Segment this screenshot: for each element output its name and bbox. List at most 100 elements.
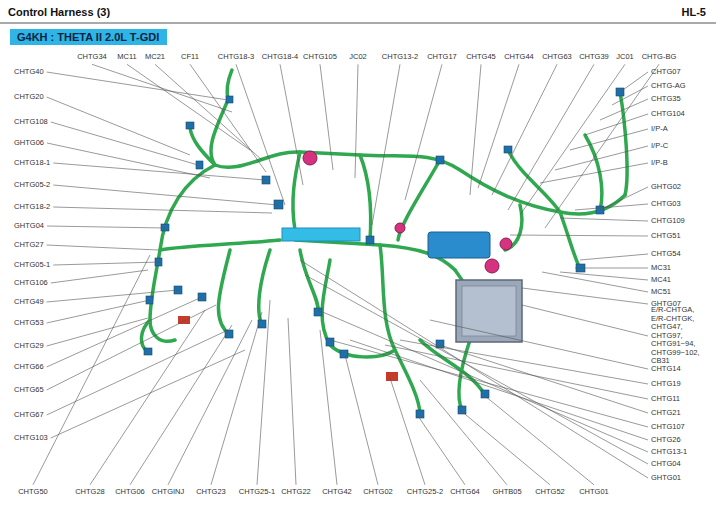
callout-label: CHTG44 <box>504 53 534 62</box>
leader-line <box>47 226 165 228</box>
harness-wires <box>141 70 627 415</box>
callout-label: CHTG18-3 <box>218 53 254 62</box>
callout-label: CHTG104 <box>651 110 685 119</box>
leader-line <box>542 272 648 292</box>
callout-label: CHTG03 <box>651 200 681 209</box>
leader-line <box>555 146 648 170</box>
leader-line <box>51 270 148 283</box>
leader-line <box>51 122 198 165</box>
page-number: HL-5 <box>682 8 706 17</box>
leader-line <box>510 235 648 236</box>
callout-label: CHTG06 <box>115 488 145 497</box>
callout-label: CHTG25-1 <box>239 488 275 497</box>
leader-line <box>575 204 648 210</box>
leader-line <box>47 72 228 100</box>
callout-label: CHTG20 <box>14 93 44 102</box>
leader-line <box>320 64 333 170</box>
callout-label: CHTG108 <box>14 118 48 127</box>
callout-label: GHTG02 <box>651 183 681 192</box>
callout-label: CHTG45 <box>466 53 496 62</box>
callout-label: CHTG19 <box>651 380 681 389</box>
callout-label: CHTG05-2 <box>14 181 50 190</box>
leader-line <box>580 254 648 260</box>
connector-bar <box>282 228 360 241</box>
callout-label: CHTG04 <box>651 460 681 469</box>
callout-label: CHTG35 <box>651 95 681 104</box>
leader-line <box>47 330 228 415</box>
callout-label: CHTG109 <box>651 217 685 226</box>
callout-label: I/P-A <box>651 125 668 134</box>
leader-line <box>53 163 265 180</box>
callout-label: GHTG01 <box>651 474 681 483</box>
leader-line <box>90 310 205 485</box>
leader-line <box>522 288 648 304</box>
callout-label: E/R-CHTGA, E/R-CHTGK, CHTG47, CHTG97, CH… <box>651 306 711 366</box>
leader-line <box>575 268 648 269</box>
callout-label: CHTG64 <box>450 488 480 497</box>
callout-label: CHTG21 <box>651 409 681 418</box>
leader-line <box>418 416 465 485</box>
callout-label: CHTG28 <box>75 488 105 497</box>
callout-label: CHTG39 <box>579 53 609 62</box>
leader-line <box>570 129 648 150</box>
red-connectors <box>178 316 398 381</box>
callout-label: CHTG18-2 <box>14 203 50 212</box>
leader-line <box>600 99 648 120</box>
callout-label: MC51 <box>651 288 671 297</box>
callout-label: GHTB05 <box>492 488 521 497</box>
leader-line <box>47 290 178 302</box>
leader-line <box>485 396 594 485</box>
callout-label: CHTG18-1 <box>14 159 50 168</box>
leader-line <box>257 300 270 485</box>
callout-label: I/P-C <box>651 142 668 151</box>
callout-label: CHTG27 <box>14 241 44 250</box>
leader-line <box>47 143 210 178</box>
leader-line <box>47 97 190 155</box>
callout-label: CHTG-BG <box>642 53 677 62</box>
callout-label: CHTG17 <box>427 53 457 62</box>
leader-line <box>47 318 148 346</box>
leader-line <box>355 64 358 178</box>
leader-line <box>33 255 150 485</box>
callout-label: CHTG42 <box>322 488 352 497</box>
leader-line <box>545 64 659 228</box>
leader-line <box>155 64 262 160</box>
leader-line <box>620 72 648 92</box>
callout-label: I/P-B <box>651 159 668 168</box>
ecu-box <box>456 280 522 342</box>
leader-line <box>372 64 400 225</box>
leader-line <box>440 345 648 413</box>
leader-line <box>305 275 648 464</box>
relays <box>303 151 512 273</box>
callout-label: GHTG06 <box>14 139 44 148</box>
callout-label: CHTG13-1 <box>651 448 687 457</box>
leader-line <box>51 350 245 438</box>
leader-line <box>236 64 285 205</box>
leader-line <box>53 185 278 205</box>
callout-label: CHTG50 <box>18 488 48 497</box>
leader-line <box>400 340 648 384</box>
leader-line <box>508 64 594 210</box>
callout-label: CHTG25-2 <box>407 488 443 497</box>
leader-line <box>612 86 648 105</box>
leader-line <box>420 380 507 485</box>
callout-label: CHTG49 <box>14 298 44 307</box>
callout-label: MC41 <box>651 276 671 285</box>
callout-label: CHTG11 <box>651 395 680 404</box>
callout-label: CHTG14 <box>651 365 681 374</box>
callout-label: CHTG40 <box>14 68 44 77</box>
callout-label: CHTG-AG <box>651 82 686 91</box>
callout-label: CHTG105 <box>303 53 337 62</box>
leader-line <box>53 207 272 213</box>
leader-line <box>540 163 648 183</box>
callout-label: CHTG29 <box>14 342 44 351</box>
leader-line <box>288 318 296 485</box>
leader-line <box>405 64 442 200</box>
callout-label: CHTG18-4 <box>262 53 298 62</box>
banner-text: G4KH : THETA II 2.0L T-GDI <box>10 29 167 45</box>
callout-label: CHTG54 <box>651 250 681 259</box>
leader-line <box>47 300 150 323</box>
